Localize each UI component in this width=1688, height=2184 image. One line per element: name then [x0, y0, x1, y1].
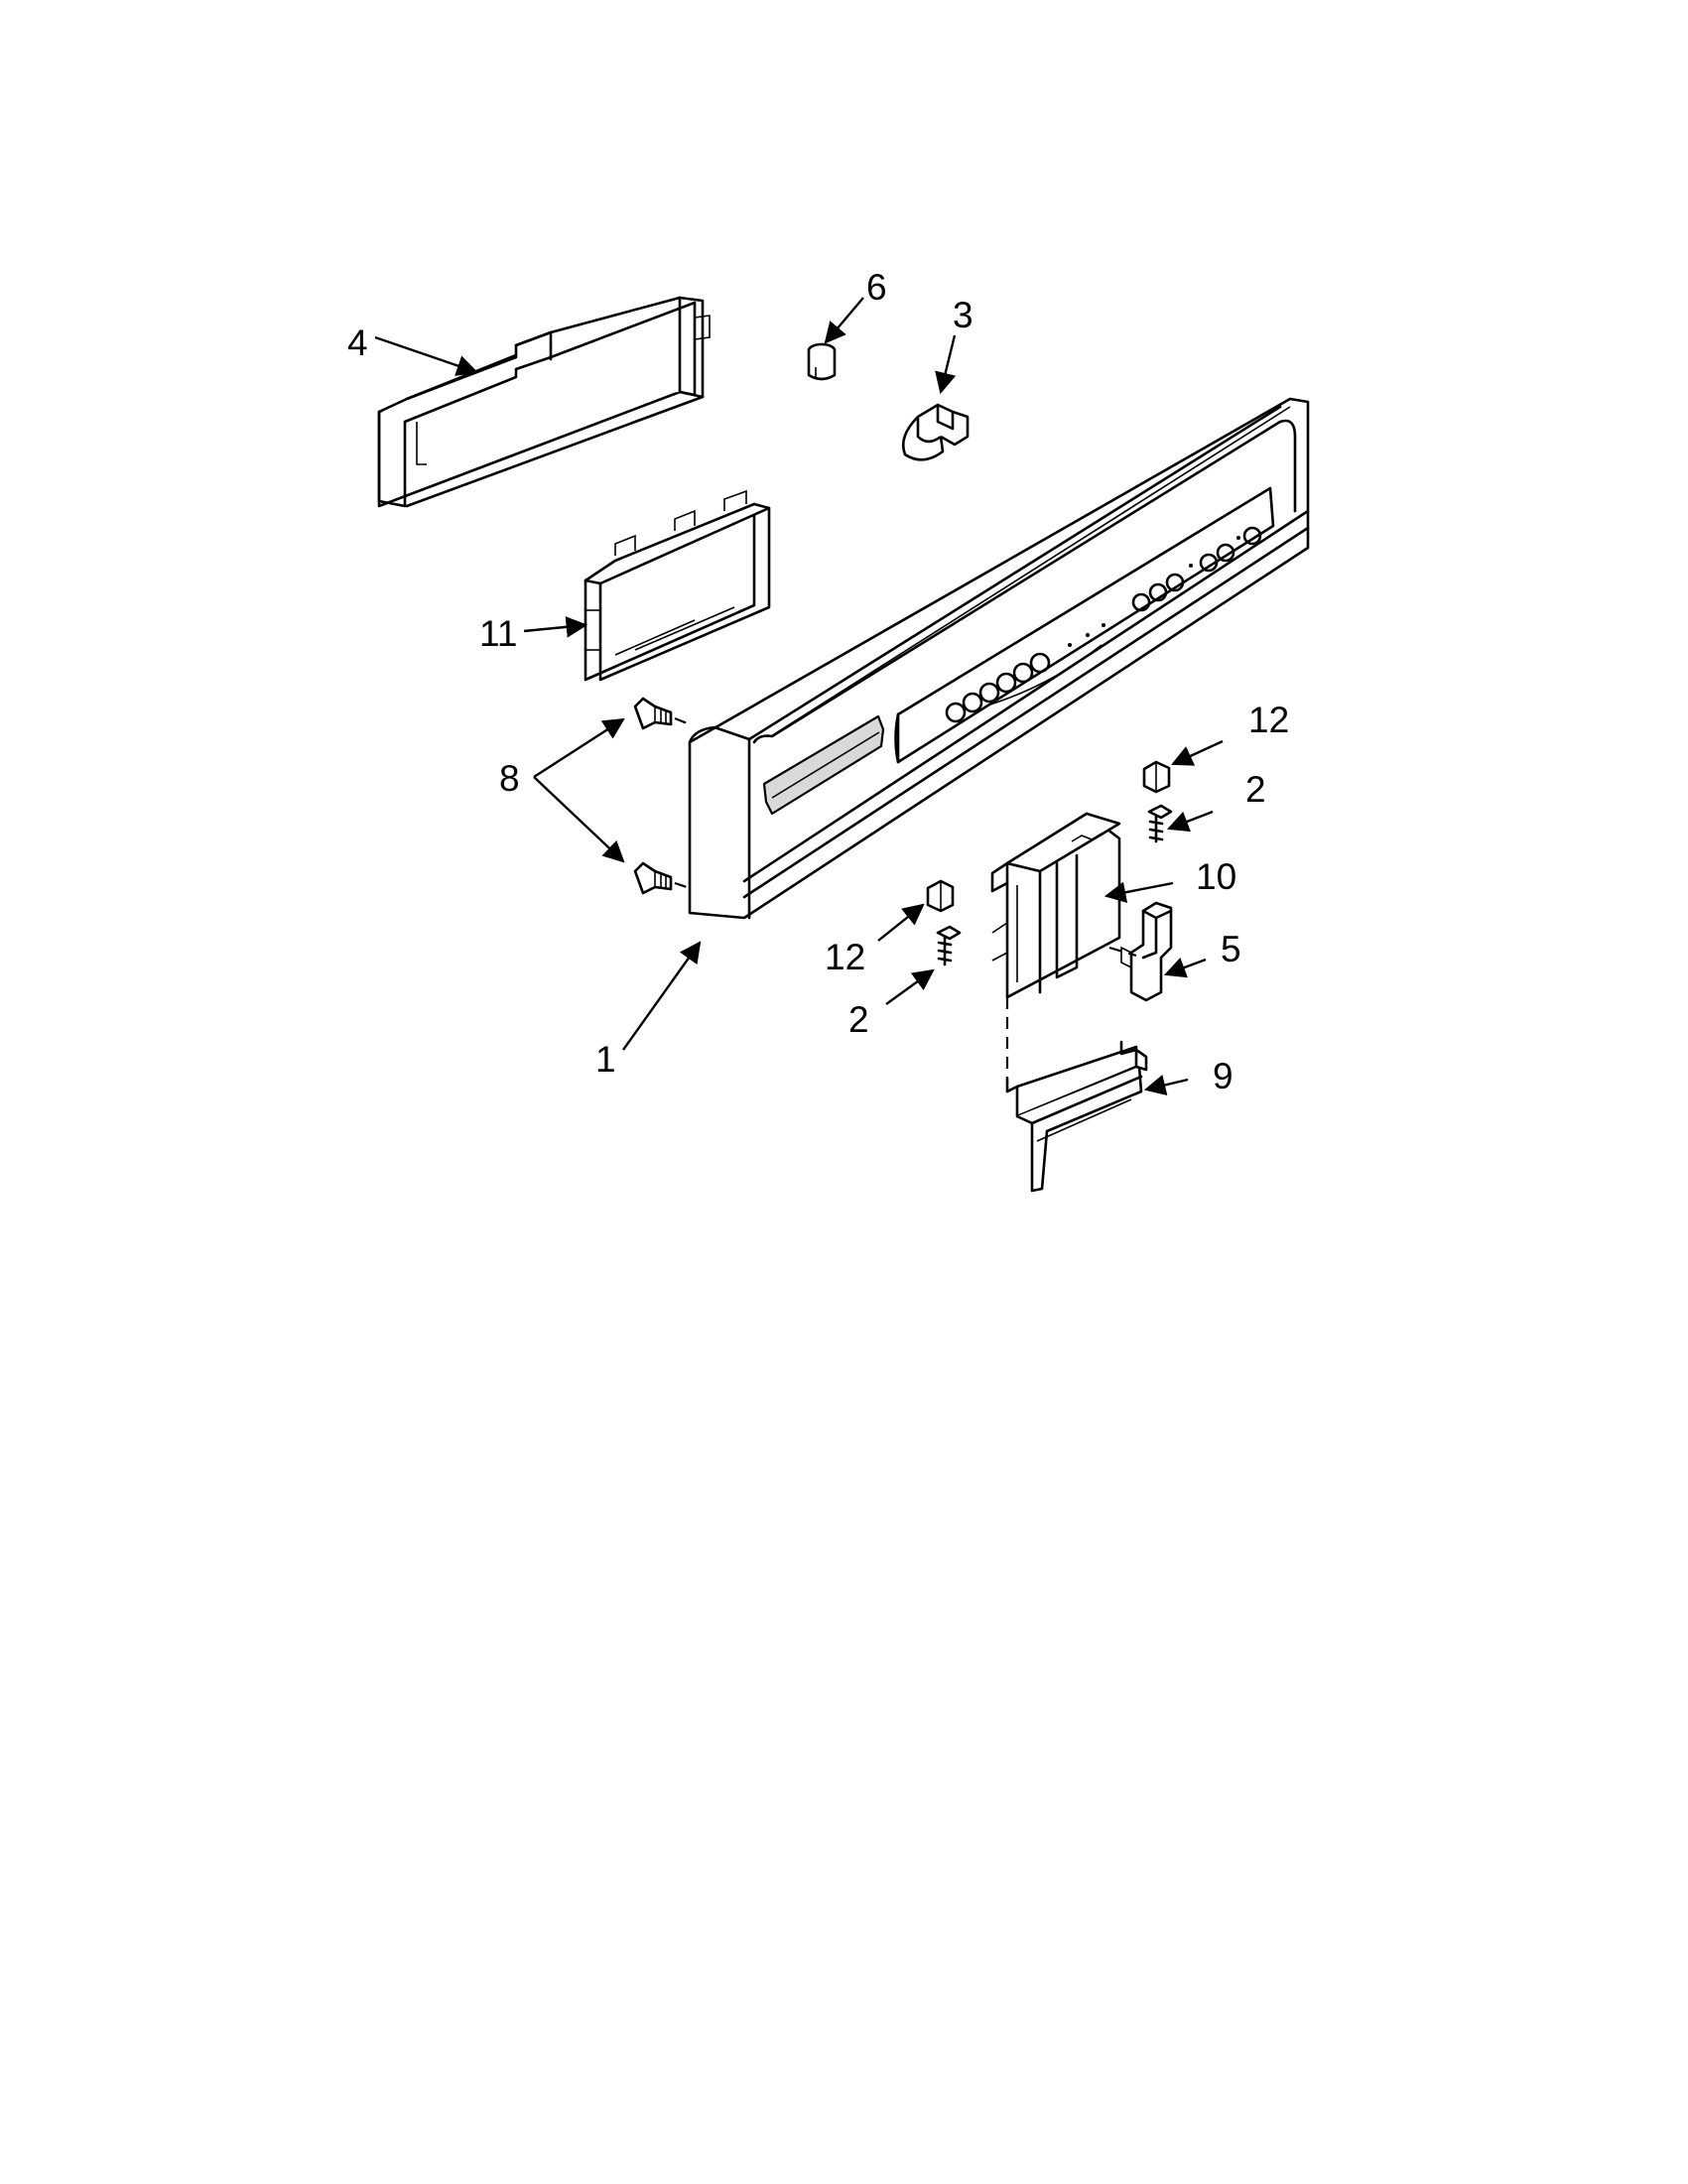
- callout-10: 10: [1196, 856, 1236, 897]
- part-12-clip-lower: [926, 879, 955, 913]
- callout-1: 1: [595, 1039, 616, 1080]
- callout-12-upper: 12: [1248, 700, 1289, 740]
- leader-lines: [374, 297, 1224, 1096]
- part-12-clip-upper: [1142, 760, 1171, 794]
- callout-12-lower: 12: [825, 937, 865, 977]
- callout-labels: 4 6 3 11 8 1 12 2 10 5 12 2 9: [347, 267, 1289, 1096]
- part-2-screw-lower: [936, 925, 962, 966]
- part-2-screw-upper: [1147, 804, 1173, 843]
- part-10-bracket: [990, 812, 1121, 999]
- callout-2-upper: 2: [1245, 769, 1266, 810]
- part-11-control-board: [584, 489, 771, 682]
- part-1-console-panel: [688, 397, 1310, 920]
- part-8-screws: [633, 697, 691, 895]
- callout-8: 8: [499, 758, 520, 799]
- callout-3: 3: [953, 295, 974, 335]
- callout-2-lower: 2: [848, 999, 869, 1040]
- part-3-clip: [901, 403, 970, 461]
- callout-9: 9: [1213, 1056, 1234, 1096]
- console-buttons: [945, 526, 1262, 723]
- callout-11: 11: [479, 613, 517, 654]
- part-9-lower-bracket: [1005, 1040, 1148, 1193]
- callout-5: 5: [1221, 929, 1241, 969]
- part-6-button: [807, 342, 837, 381]
- part-5-latch: [1120, 901, 1173, 1002]
- callout-6: 6: [866, 267, 887, 308]
- callout-4: 4: [347, 322, 368, 363]
- part-4-top-cover: [377, 296, 711, 508]
